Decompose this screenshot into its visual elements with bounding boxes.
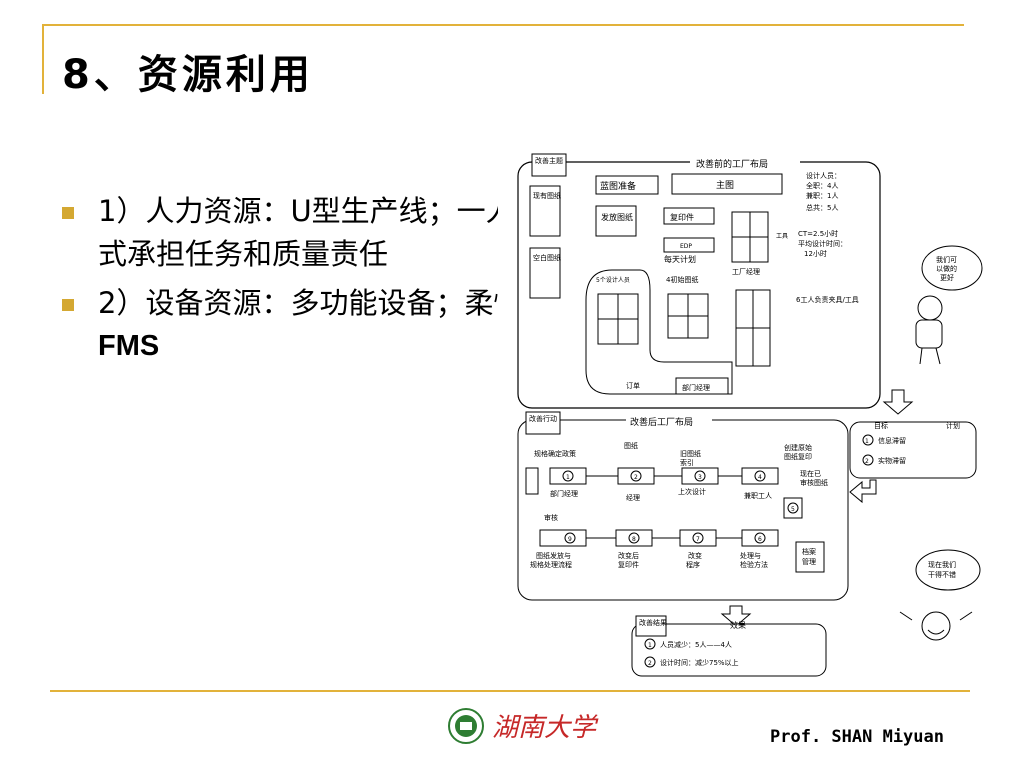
tools-label: 工具 — [776, 233, 788, 240]
review-now-line-2: 审核图纸 — [800, 478, 828, 487]
before-dept-manager-label: 部门经理 — [682, 383, 710, 392]
result-item-2-label: 设计时间：减少75%以上 — [660, 658, 739, 667]
bullet-human-resources: 1）人力资源：U型生产线；一人多机；多能工作业方 式承担任务和质量责任 — [62, 190, 498, 276]
step-6-number: 6 — [758, 536, 762, 543]
edp-label: EDP — [680, 243, 692, 250]
create-copy-line-2: 图纸复印 — [784, 452, 812, 461]
bullet-square-icon — [62, 299, 74, 311]
process-check-line-1: 处理与 — [740, 551, 761, 560]
existing-drawings-label: 现有图纸 — [533, 191, 561, 200]
cloud2-line-2: 干得不错 — [928, 570, 956, 579]
result-item-2-number: 2 — [648, 660, 652, 667]
university-logo: 湖南大学 — [446, 706, 646, 750]
copy-after-line-2: 复印件 — [618, 560, 639, 569]
staff-line-2: 全职：4人 — [806, 181, 838, 190]
step-2-number: 2 — [634, 474, 638, 481]
workers-label-1: 6工人负责夹具/工具 — [796, 295, 859, 304]
result-title: 效果 — [730, 620, 746, 630]
last-design-label: 上次设计 — [678, 487, 706, 496]
bullet-square-icon — [62, 207, 74, 219]
blank-drawings-label: 空白图纸 — [533, 253, 561, 262]
goal-item-2-number: 2 — [865, 458, 869, 465]
before-title: 改善前的工厂布局 — [696, 158, 768, 170]
left-frame-line — [42, 24, 44, 94]
manager-label: 经理 — [626, 493, 640, 502]
happy-worker-icon — [899, 611, 973, 641]
cloud2-line-1: 现在我们 — [928, 560, 956, 569]
top-frame-line — [42, 24, 964, 26]
step-1-number: 1 — [566, 474, 570, 481]
blueprint-prep-label: 蓝图准备 — [600, 180, 636, 192]
part-time-label: 兼职工人 — [744, 491, 772, 500]
after-title: 改善后工厂布局 — [630, 416, 693, 428]
worker-figure-icon — [915, 295, 943, 365]
author-credit: Prof. SHAN Miyuan — [770, 727, 944, 747]
goal-item-2-label: 实物滞留 — [878, 456, 906, 465]
result-tag: 改善结果 — [639, 618, 667, 627]
university-seal-icon — [448, 708, 484, 744]
issue-flow-line-1: 图纸发放与 — [536, 551, 571, 560]
change-proc-line-2: 程序 — [686, 560, 700, 569]
copy-after-line-1: 改变后 — [618, 551, 639, 560]
order-label: 订单 — [626, 381, 640, 390]
step-9-number: 9 — [568, 536, 572, 543]
old-index-line-1: 旧图纸 — [680, 449, 701, 458]
goal-item-1-label: 信息滞留 — [878, 436, 906, 445]
step-4-number: 4 — [758, 474, 762, 481]
bullet-equipment-resources: 2）设备资源：多功能设备；柔性制造系统 FMS — [62, 282, 498, 368]
staff-line-1: 设计人员： — [806, 171, 841, 180]
review-now-line-1: 现在已 — [800, 469, 821, 478]
old-index-line-2: 索引 — [680, 458, 694, 467]
copier-label: 复印件 — [670, 212, 694, 222]
ct-line-3: 12小时 — [804, 249, 827, 258]
cloud1-line-1: 我们可 — [936, 255, 957, 264]
after-dept-manager-label: 部门经理 — [550, 489, 578, 498]
audit-label: 审核 — [544, 513, 558, 522]
drawing-label: 图纸 — [624, 441, 638, 450]
factory-manager-label: 工厂经理 — [732, 267, 760, 276]
footer-line — [50, 690, 970, 692]
staff-line-4: 总共：5人 — [806, 203, 838, 212]
staff-line-3: 兼职：1人 — [806, 191, 838, 200]
step-7-number: 7 — [696, 536, 700, 543]
main-drawing-label: 主图 — [716, 179, 734, 191]
policy-label: 规格确定政策 — [534, 449, 576, 458]
change-proc-line-1: 改变 — [688, 551, 702, 560]
ct-line-1: CT=2.5小时 — [798, 229, 838, 238]
after-tag: 改善行动 — [529, 414, 557, 423]
slide-title: 8、资源利用 — [62, 52, 314, 98]
initial-drawings-label: 4初始图纸 — [666, 275, 698, 284]
layout-improvement-figure: 改善主题 改善前的工厂布局 现有图纸 空白图纸 蓝图准备 主图 设计人员： 全职… — [500, 150, 990, 680]
step-5-number: 5 — [791, 506, 795, 513]
step-3-number: 3 — [698, 474, 702, 481]
process-check-line-2: 检验方法 — [740, 560, 768, 569]
bullet-text-line1: 2）设备资源：多功能设备；柔性制造系统 — [98, 286, 498, 320]
result-item-1-label: 人员减少：5人——4人 — [660, 640, 732, 649]
before-tag: 改善主题 — [535, 156, 563, 165]
bullet-text-line1: 1）人力资源：U型生产线；一人多机；多能工作业方 — [98, 194, 498, 228]
archive-line-2: 管理 — [802, 557, 816, 566]
issue-drawings-label: 发放图纸 — [601, 212, 633, 222]
archive-line-1: 档案 — [802, 547, 816, 556]
goal-item-1-number: 1 — [865, 438, 869, 445]
create-copy-line-1: 创建原始 — [784, 443, 812, 452]
university-name: 湖南大学 — [492, 713, 599, 743]
ct-line-2: 平均设计时间： — [798, 239, 847, 248]
cloud1-line-3: 更好 — [940, 273, 954, 282]
result-item-1-number: 1 — [648, 642, 652, 649]
step-8-number: 8 — [632, 536, 636, 543]
designers-label: 5个设计人员 — [596, 276, 630, 284]
cloud1-line-2: 以做的 — [936, 264, 957, 273]
plan-tag: 计划 — [946, 421, 960, 430]
issue-flow-line-2: 规格处理流程 — [530, 560, 572, 569]
bullet-text-line2: FMS — [98, 330, 160, 362]
bullet-list: 1）人力资源：U型生产线；一人多机；多能工作业方 式承担任务和质量责任 2）设备… — [62, 190, 498, 374]
goal-tag: 目标 — [874, 421, 888, 430]
daily-plan-label: 每天计划 — [664, 254, 696, 264]
bullet-text-line2: 式承担任务和质量责任 — [98, 237, 389, 271]
